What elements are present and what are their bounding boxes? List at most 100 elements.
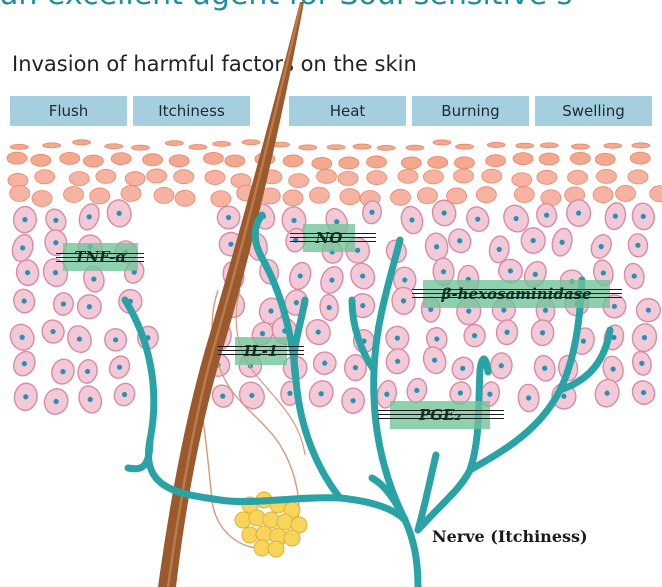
dermis-cell [305, 377, 337, 411]
skin-cell [43, 143, 61, 148]
skin-cell [630, 152, 650, 164]
dermis-cell [41, 385, 72, 417]
dermis-cell [12, 382, 39, 412]
skin-cell [339, 157, 359, 169]
dermis-cell [76, 358, 100, 385]
skin-cell [131, 145, 149, 150]
fat-globule [263, 512, 279, 528]
strike-line [56, 253, 144, 254]
skin-cell [398, 169, 418, 183]
skin-cell [73, 140, 91, 145]
skin-cell [312, 157, 332, 169]
mediator-il1: IL-1 [235, 337, 287, 365]
skin-cell [596, 169, 616, 183]
dermis-cell [317, 263, 347, 297]
dermis-cell [496, 319, 519, 345]
dermis-cell [48, 356, 77, 387]
skin-cell [512, 173, 532, 187]
dermis-cell [383, 346, 412, 377]
skin-cell [632, 143, 650, 148]
skin-cell [367, 156, 387, 168]
dermis-cell [76, 201, 103, 232]
strike-line [56, 261, 144, 262]
dermis-cell [635, 297, 662, 324]
skin-cell [516, 143, 534, 148]
skin-cell [96, 169, 116, 183]
skin-cell [203, 152, 223, 164]
strike-line [218, 350, 304, 351]
skin-cell [111, 153, 131, 165]
skin-cell [283, 190, 303, 206]
mediator-no: NO [303, 224, 355, 252]
skin-cell [570, 152, 590, 164]
skin-cell [125, 172, 145, 186]
skin-cell [147, 169, 167, 183]
dermis-cell [631, 202, 656, 231]
strike-line [412, 297, 622, 298]
dermis-cell [520, 227, 546, 254]
skin-cell [428, 156, 448, 168]
dermis-cell [531, 320, 554, 346]
dermis-cell [15, 258, 41, 287]
dermis-cell [630, 349, 654, 377]
mediator-pge2: PGE₂ [390, 401, 490, 429]
skin-cell [31, 154, 51, 166]
skin-cell [7, 152, 27, 164]
dermis-cell [39, 317, 67, 345]
skin-cell [482, 169, 502, 183]
skin-cell [513, 153, 533, 165]
skin-cell [353, 144, 371, 149]
strike-line [378, 414, 504, 415]
skin-cell [105, 144, 123, 149]
skin-cell [225, 155, 245, 167]
nerve-label: Nerve (Itchiness) [432, 527, 588, 546]
strike-line [378, 410, 504, 411]
skin-cell [604, 143, 622, 148]
skin-cell [454, 157, 474, 169]
strike-line [412, 293, 622, 294]
dermis-cell [448, 353, 477, 383]
dermis-cell [341, 388, 365, 414]
dermis-cell [463, 323, 486, 348]
dermis-cell [11, 287, 36, 315]
dermis-cell [105, 198, 134, 230]
skin-cell [211, 191, 231, 207]
dermis-cell [587, 231, 615, 261]
dermis-cell [384, 325, 410, 352]
skin-cell [377, 145, 395, 150]
dermis-cell [346, 259, 379, 293]
skin-cell [390, 189, 410, 205]
skin-cell [514, 186, 534, 202]
dermis-cell [630, 322, 658, 353]
fat-globule [268, 541, 284, 557]
strike-line [56, 257, 144, 258]
skin-cell [476, 187, 496, 203]
skin-cell [169, 155, 189, 167]
skin-cell [571, 144, 589, 149]
dermis-cell [629, 377, 659, 408]
dermis-cell [420, 344, 450, 377]
dermis-cell [235, 378, 269, 413]
dermis-cell [463, 203, 493, 234]
fat-globule [235, 512, 251, 528]
epidermis-top-cells [7, 140, 662, 207]
skin-cell [593, 187, 613, 203]
dermis-cell [490, 352, 513, 379]
dermis-cell [111, 380, 138, 408]
skin-cell [10, 144, 28, 149]
dermis-cell [77, 294, 103, 320]
dermis-cell [319, 294, 340, 322]
dermis-cell [64, 322, 95, 356]
strike-line [218, 354, 304, 355]
skin-cell [568, 170, 588, 184]
skin-cell [154, 187, 174, 203]
skin-cell [367, 171, 387, 185]
skin-cell [338, 171, 358, 185]
skin-cell [64, 186, 84, 202]
skin-cell [401, 157, 421, 169]
strike-line [412, 289, 622, 290]
skin-cell [327, 145, 345, 150]
skin-cell [537, 170, 557, 184]
dermis-cell [9, 232, 36, 264]
